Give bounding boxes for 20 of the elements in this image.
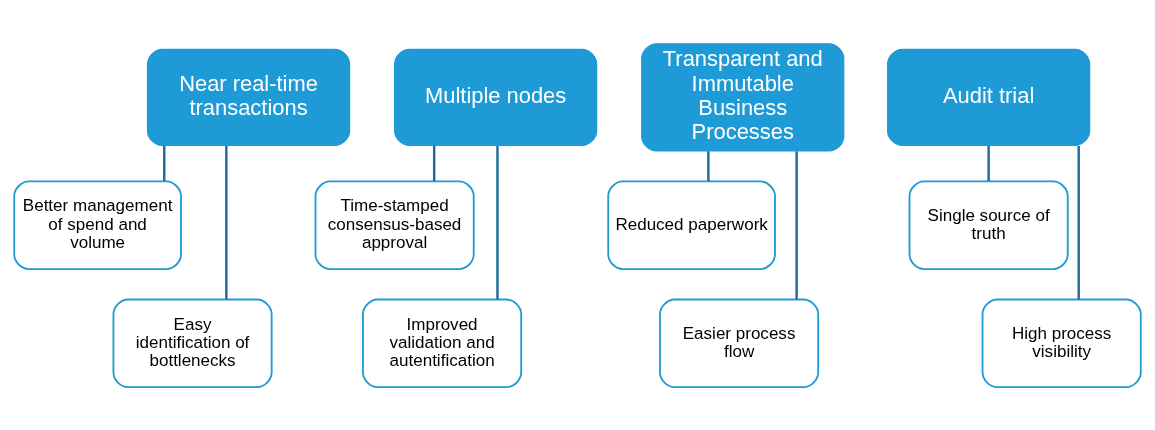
node-box: Easier process flow bbox=[659, 298, 820, 388]
connector bbox=[163, 145, 166, 181]
node-box: Near real-time transactions bbox=[146, 48, 351, 146]
connector bbox=[795, 150, 798, 299]
connector bbox=[432, 145, 436, 181]
node-box: Easy identification of bottlenecks bbox=[112, 298, 273, 388]
node-box: Improved validation and autentification bbox=[362, 298, 523, 388]
connector bbox=[987, 145, 990, 181]
node-box: Single source of truth bbox=[908, 180, 1069, 270]
node-box: Multiple nodes bbox=[394, 48, 598, 146]
connector bbox=[1077, 145, 1080, 299]
connector bbox=[225, 145, 228, 299]
connector bbox=[496, 145, 499, 299]
connector bbox=[707, 150, 710, 181]
node-box: Transparent and Immutable Business Processes bbox=[641, 42, 845, 152]
node-box: High process visibility bbox=[981, 298, 1142, 388]
node-box: Audit trial bbox=[887, 48, 1091, 146]
node-box: Time-stamped consensus-based approval bbox=[314, 180, 475, 270]
node-box: Reduced paperwork bbox=[607, 180, 776, 270]
node-box: Better management of spend and volume bbox=[13, 180, 182, 270]
